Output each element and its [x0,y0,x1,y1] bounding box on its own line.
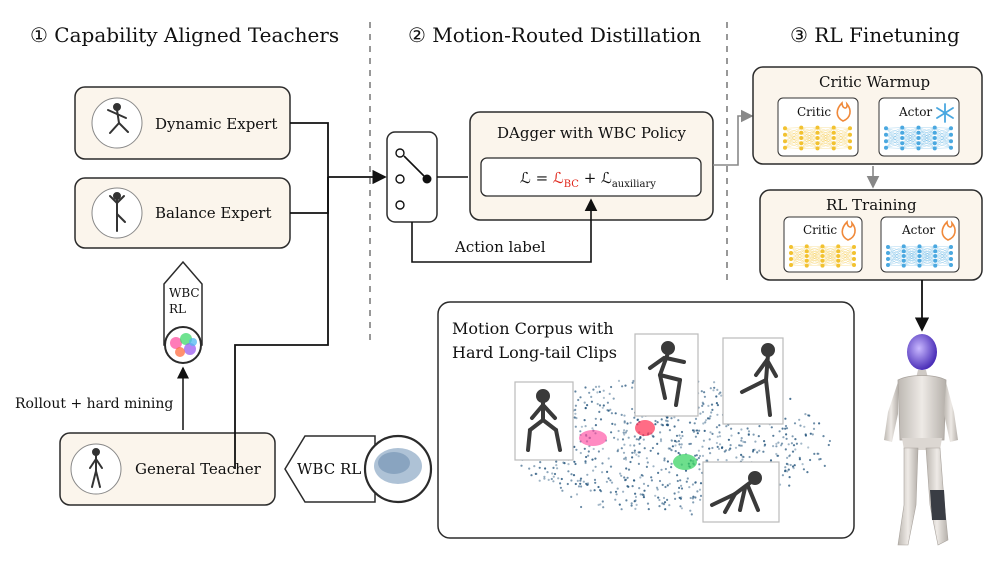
warmup-actor-label: Actor [898,105,932,119]
warmup-critic-network [783,125,852,151]
training-critic-label: Critic [803,223,837,237]
general-teacher-box: General Teacher [59,432,276,506]
general-teacher-label: General Teacher [135,460,262,478]
training-critic-network [789,244,856,268]
loss-formula-box [480,157,702,197]
dynamic-expert-label: Dynamic Expert [155,115,277,133]
rl-training-title: RL Training [826,196,917,214]
loss-bc: ℒ [553,169,564,187]
stage3-header: ③ RL Finetuning [790,23,960,47]
motion-clip-thumbnails [514,333,784,523]
wbc-rl-input: WBC RL [284,434,433,504]
stage1-header: ① Capability Aligned Teachers [30,23,339,47]
warmup-critic-flame-icon [836,101,851,122]
corpus-title-line1: Motion Corpus with [452,319,614,338]
teacher-connectors [234,122,387,469]
wbc-rl-label: WBC RL [297,460,361,478]
warmup-actor-network [884,125,953,151]
stage2-header: ② Motion-Routed Distillation [408,23,701,47]
wbc-rl-tag: WBC RL [163,260,203,364]
dynamic-expert-box: Dynamic Expert [74,86,291,160]
rl-training-box: RL Training Critic Actor [759,189,983,281]
wbc-rl-tag-line2: RL [169,302,186,316]
motion-router-switch [386,131,438,223]
training-actor-network [886,244,953,268]
clip-kick [722,337,784,425]
loss-plus: + ℒ [579,169,612,187]
clip-sit [634,333,699,417]
warmup-critic-label: Critic [797,105,831,119]
dagger-to-finetune-arrow [713,109,754,166]
training-critic-flame-icon [841,220,856,241]
training-actor-flame-icon [941,220,956,241]
balance-expert-label: Balance Expert [155,204,272,222]
balance-expert-box: Balance Expert [74,177,291,249]
critic-warmup-box: Critic Warmup Critic Actor [752,66,983,165]
motion-corpus-box: Motion Corpus with Hard Long-tail Clips [437,301,855,539]
dagger-title: DAgger with WBC Policy [497,124,686,142]
rollout-label: Rollout + hard mining [15,396,173,412]
humanoid-robot-image [884,334,958,546]
clip-crawl [702,461,780,523]
loss-aux-sub: auxiliary [612,179,656,190]
snowflake-icon [936,103,954,123]
loss-formula: ℒ = ℒBC + ℒauxiliary [520,169,656,190]
loss-bc-sub: BC [564,179,580,190]
loss-lhs: ℒ = [520,169,553,187]
wbc-rl-tag-line1: WBC [169,286,200,300]
critic-warmup-title: Critic Warmup [819,73,930,91]
training-actor-label: Actor [901,223,935,237]
clip-squat [514,381,574,461]
dynamic-pose-icon [91,97,143,149]
corpus-title-line2: Hard Long-tail Clips [452,343,617,362]
action-label: Action label [454,238,546,256]
action-label-arrow [411,198,598,263]
dagger-box: DAgger with WBC Policy ℒ = ℒBC + ℒauxili… [469,111,714,221]
